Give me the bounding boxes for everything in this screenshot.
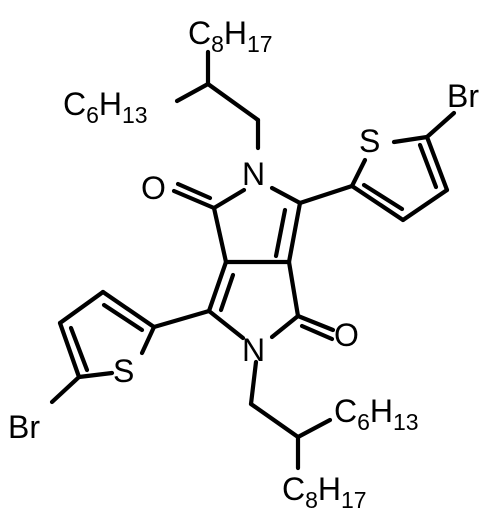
bond <box>297 183 355 206</box>
bond <box>206 308 246 341</box>
bond <box>286 200 303 265</box>
left-thiophene-bonds <box>49 289 212 405</box>
bond <box>349 157 368 189</box>
bond <box>424 134 450 193</box>
bond <box>295 417 333 440</box>
bottom-c6h13-label: C6H13 <box>334 393 419 435</box>
right-thiophene-bonds <box>297 110 457 223</box>
bond <box>299 323 335 342</box>
bromine-right-label: Br <box>447 78 479 114</box>
bond <box>269 313 301 340</box>
bond <box>391 134 430 145</box>
bond <box>400 187 450 223</box>
top-c8h17-label: C8H17 <box>188 15 273 57</box>
bond <box>211 205 229 265</box>
bond <box>361 182 405 212</box>
bond <box>174 81 211 104</box>
bond <box>101 302 145 333</box>
core-bonds <box>206 185 303 341</box>
bond <box>171 188 217 211</box>
top-alkyl-chain-bonds <box>174 49 261 151</box>
bottom-alkyl-chain-bonds <box>248 359 333 471</box>
carbonyl-bonds <box>171 181 336 342</box>
bond <box>269 185 303 206</box>
bottom-c8h17-label: C8H17 <box>282 471 367 513</box>
bond <box>57 320 82 380</box>
bond <box>68 325 90 373</box>
bond <box>206 259 229 314</box>
bond <box>286 259 301 319</box>
oxygen-top-label: O <box>141 170 166 206</box>
bond <box>248 359 259 407</box>
bond <box>76 370 115 380</box>
bond <box>424 110 457 140</box>
sulfur-left-label: S <box>113 353 134 389</box>
bond <box>175 181 213 201</box>
bond <box>273 207 288 259</box>
bond <box>57 289 106 326</box>
bond <box>417 142 439 190</box>
bond <box>349 183 406 223</box>
bromine-left-label: Br <box>8 409 40 445</box>
bond <box>151 308 212 330</box>
bond <box>248 401 301 440</box>
top-c6h13-label: C6H13 <box>63 86 148 128</box>
nitrogen-top-label: N <box>242 156 265 192</box>
bond <box>295 313 336 333</box>
bond <box>211 187 247 211</box>
bond <box>100 289 157 330</box>
bond <box>139 324 157 356</box>
bond <box>49 374 82 405</box>
bond <box>205 81 261 123</box>
nitrogen-bottom-label: N <box>242 332 265 368</box>
sulfur-right-label: S <box>359 123 380 159</box>
bond <box>218 272 236 313</box>
oxygen-bottom-label: O <box>334 317 359 353</box>
